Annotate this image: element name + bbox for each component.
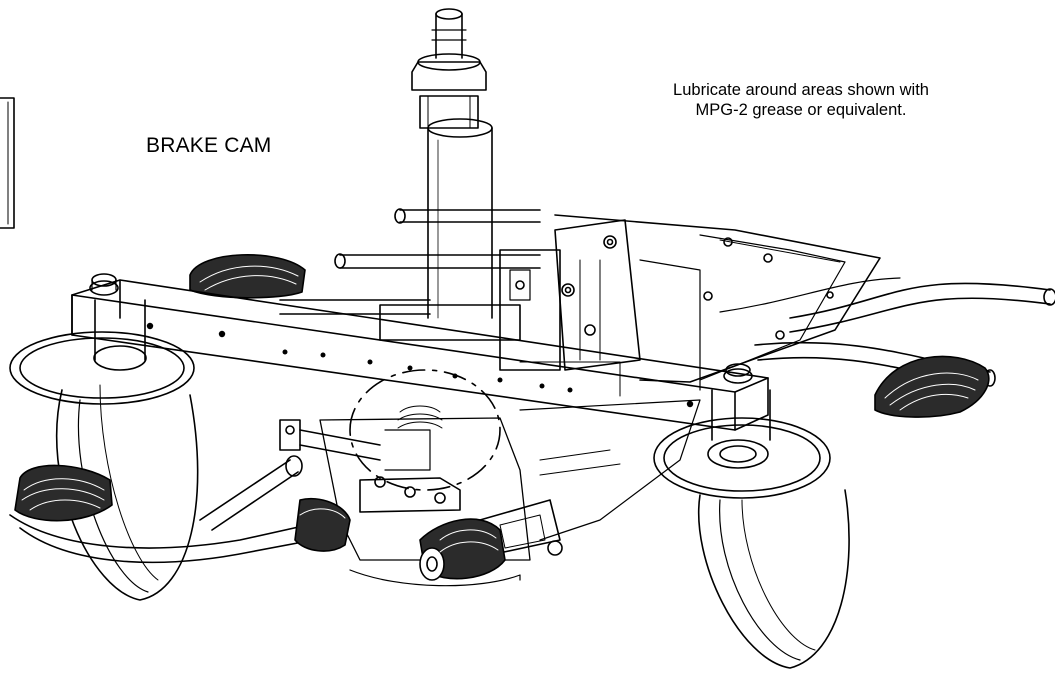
center-mechanism <box>379 219 641 371</box>
lubrication-note-line-1: Lubricate around areas shown with <box>673 81 929 99</box>
frame-bracket-fragment <box>0 97 15 229</box>
right-caster-wheel <box>653 389 850 669</box>
right-pedal <box>874 355 990 418</box>
right-handle-tubes <box>719 277 1055 387</box>
rear-pedal <box>189 254 306 299</box>
steering-column <box>411 8 493 319</box>
bar-bolt-holes <box>146 322 694 408</box>
lower-linkage <box>279 399 701 561</box>
lubrication-note: Lubricate around areas shown with MPG-2 … <box>636 80 966 120</box>
rear-frame-tubes <box>279 208 541 315</box>
brake-cam-callout: BRAKE CAM <box>146 134 272 157</box>
left-caster-wheel <box>9 299 199 601</box>
lubrication-note-line-2: MPG-2 grease or equivalent. <box>695 101 907 119</box>
lubrication-area-circle <box>349 369 501 491</box>
right-deck-frame <box>519 214 881 397</box>
main-transverse-bar <box>71 273 769 431</box>
front-roller <box>349 518 521 587</box>
left-pedal-assembly <box>9 455 351 564</box>
